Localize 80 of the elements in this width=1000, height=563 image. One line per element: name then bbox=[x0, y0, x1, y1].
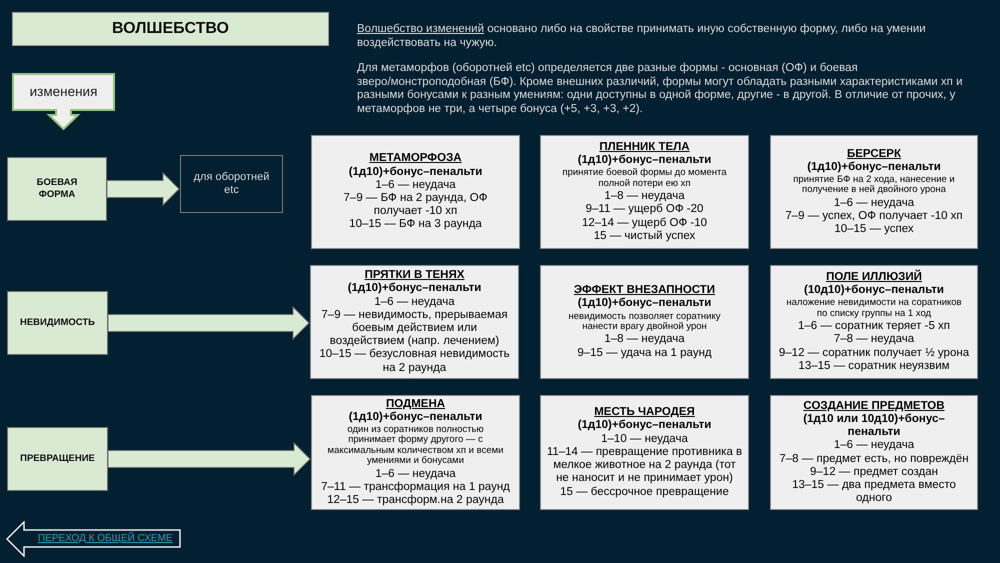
intro-paragraph: Для метаморфов (оборотней etc) определяется две разные формы - основная (ОФ) и боевая зверо/монстроподобная (БФ). Кроме внешних различий, формы могут обладать разными характеристиками хп и разными бонусами к разным умениям: одни доступны в одной форме, другие - в другой. В отличие от прочих, у метаморфов не три, а четыре бонуса (+5, +3, +3, +2). bbox=[357, 62, 964, 117]
title-banner: ВОЛШЕБСТВО bbox=[12, 12, 329, 46]
outcome-text: 10–15 — БФ на 3 раунда bbox=[349, 218, 482, 232]
spell-card bbox=[310, 265, 519, 379]
card-description: наложение невидимости на соратников по списку группы на 1 ход bbox=[785, 298, 963, 320]
card-heading: ПЛЕННИК ТЕЛА bbox=[599, 140, 690, 154]
category-label: НЕВИДИМОСТЬ bbox=[20, 317, 96, 329]
spell-card bbox=[311, 395, 520, 510]
card-heading: ПОДМЕНА bbox=[386, 398, 446, 411]
card-description: принятие БФ на 2 хода, нанесение и получение в ней двойного урона bbox=[792, 174, 956, 196]
category-box bbox=[7, 427, 108, 491]
outcome-text: 15 — бессрочное превращение bbox=[560, 486, 729, 499]
outcome-text: 11–14 — превращение противника в мелкое животное на 2 раунда (тот не наносит и не принимает урон) bbox=[546, 446, 742, 486]
card-heading: МЕСТЬ ЧАРОДЕЯ bbox=[594, 406, 695, 420]
category-box bbox=[7, 291, 108, 355]
dice-formula: (1д10)+бонус–пенальти bbox=[578, 419, 712, 433]
outcome-text: 13–15 — соратник неуязвим bbox=[798, 360, 950, 374]
outcome-text: 1–8 — неудача bbox=[604, 333, 685, 347]
note-box bbox=[180, 155, 283, 213]
outcome-text: 7–11 — трансформация на 1 раунд bbox=[321, 480, 510, 494]
outcome-text: 7–8 — предмет есть, но повреждён bbox=[779, 452, 969, 466]
outcome-text: 13–15 — два предмета вместо одного bbox=[791, 478, 957, 506]
card-heading: БЕРСЕРК bbox=[847, 148, 901, 161]
spell-card bbox=[770, 395, 978, 510]
dice-formula: (1д10)+бонус–пенальти bbox=[578, 297, 712, 311]
outcome-text: 9–12 — соратник получает ½ урона bbox=[778, 346, 970, 360]
outcome-text: 7–9 — успех, ОФ получает -10 хп bbox=[785, 210, 963, 224]
card-description: принятие боевой формы до момента полной потери ею хп bbox=[561, 168, 728, 190]
intro-paragraph: Волшебство изменений основано либо на свойстве принимать иную собственную форму, либо на умении воздействовать на чужую. bbox=[357, 23, 927, 50]
card-heading: СОЗДАНИЕ ПРЕДМЕТОВ bbox=[803, 400, 945, 413]
block-arrow bbox=[106, 172, 180, 206]
outcome-text: 9–11 — ущерб ОФ -20 bbox=[586, 203, 704, 217]
outcome-text: 7–9 — невидимость, прерываемая боевым действием или воздействием (напр. лечением) bbox=[320, 308, 509, 348]
card-heading: ПРЯТКИ В ТЕНЯХ bbox=[364, 269, 464, 282]
outcome-text: 10–15 — безусловная невидимость на 2 раунда bbox=[318, 348, 511, 375]
outcome-text: 1–6 — неудача bbox=[374, 296, 455, 309]
category-label: ПРЕВРАЩЕНИЕ bbox=[20, 453, 95, 465]
card-description: невидимость позволяет соратнику нанести врагу двойной урон bbox=[568, 312, 722, 332]
outcome-text: 7–9 — БФ на 2 раунда, ОФ получает -10 хп bbox=[342, 192, 488, 218]
outcome-text: 7–8 — неудача bbox=[834, 333, 914, 347]
outcome-text: 1–8 — неудача bbox=[604, 190, 685, 204]
navigation-link: ПЕРЕХОД К ОБЩЕЙ СХЕМЕ bbox=[38, 533, 173, 545]
dice-formula: (1д10)+бонус–пенальти bbox=[807, 160, 941, 174]
dice-formula: (10д10)+бонус–пенальти bbox=[804, 284, 944, 298]
block-arrow bbox=[108, 306, 310, 340]
spell-card bbox=[540, 395, 749, 510]
category-label: БОЕВАЯ ФОРМА bbox=[36, 177, 78, 201]
note-text: для оборотней etc bbox=[192, 171, 270, 197]
underlined-link: Волшебство изменений bbox=[357, 23, 484, 35]
outcome-text: 1–6 — неудача bbox=[834, 196, 914, 210]
card-description: один из соратников полностью принимает форму другого — с максимальным количеством хп и всеми умениями и бонусами bbox=[326, 425, 504, 467]
dice-formula: (1д10 или 10д10)+бонус–пенальти bbox=[802, 412, 946, 440]
outcome-text: 12–14 — ущерб ОФ -10 bbox=[582, 216, 708, 230]
card-heading: ЭФФЕКТ ВНЕЗАПНОСТИ bbox=[574, 284, 716, 298]
spell-card bbox=[540, 135, 749, 249]
spell-card bbox=[770, 135, 978, 249]
back-arrow-shape bbox=[6, 521, 181, 557]
category-box bbox=[7, 157, 107, 221]
spell-card bbox=[770, 265, 978, 379]
dice-formula: (1д10)+бонус–пенальти bbox=[348, 166, 482, 179]
outcome-text: 12–15 — трансформ.на 2 раунда bbox=[327, 494, 504, 508]
outcome-text: 1–6 — неудача bbox=[375, 468, 456, 481]
dice-formula: (1д10)+бонус–пенальти bbox=[348, 410, 482, 424]
outcome-text: 1–6 — неудача bbox=[375, 178, 456, 192]
outcome-text: 15 — чистый успех bbox=[594, 230, 696, 244]
spell-card bbox=[540, 265, 749, 379]
callout-shape bbox=[12, 73, 115, 130]
outcome-text: 9–12 — предмет создан bbox=[810, 466, 938, 479]
outcome-text: 1–6 — неудача bbox=[834, 439, 914, 452]
outcome-text: 9–15 — удача на 1 раунд bbox=[577, 346, 712, 360]
callout-label: изменения bbox=[30, 84, 98, 100]
dice-formula: (1д10)+бонус–пенальти bbox=[348, 282, 482, 296]
spell-card bbox=[311, 135, 520, 249]
block-arrow bbox=[108, 442, 311, 476]
outcome-text: 10–15 — успех bbox=[834, 223, 914, 236]
dice-formula: (1д10)+бонус–пенальти bbox=[578, 154, 712, 168]
outcome-text: 1–10 — неудача bbox=[601, 432, 688, 446]
card-heading: ПОЛЕ ИЛЛЮЗИЙ bbox=[826, 270, 922, 284]
card-heading: МЕТАМОРФОЗА bbox=[369, 152, 462, 166]
outcome-text: 1–6 — соратник теряет -5 хп bbox=[798, 320, 950, 334]
